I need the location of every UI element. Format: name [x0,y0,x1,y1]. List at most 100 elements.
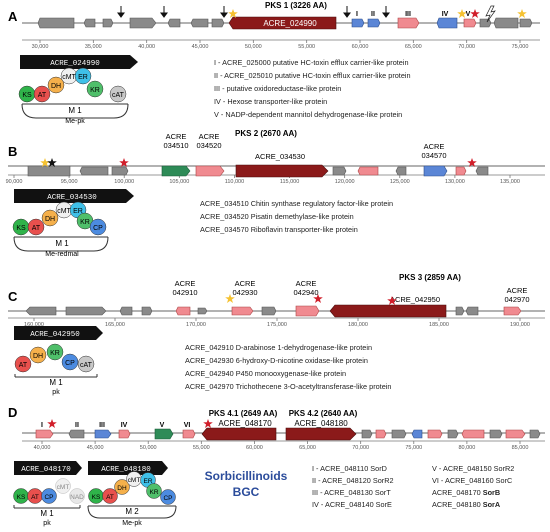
pks-title: PKS 1 (3226 AA) [265,1,327,10]
domain-header-arrow [14,189,134,203]
gene-arrow [68,429,85,439]
annotation-line: ACRE_042910 D-arabinose 1-dehydrogenase-… [185,343,372,352]
gene-arrow [231,306,254,316]
axis-tick-label: 30,000 [32,44,49,50]
domain-label: KS [92,494,101,501]
gene-arrow [261,306,277,316]
axis-tick-label: 95,000 [61,179,78,185]
gene-track [35,427,541,441]
axis-tick-label: 45,000 [192,44,209,50]
gene-annotation-list: I - ACRE_025000 putative HC-toxin efflux… [214,56,411,121]
gene-label: ACRE_042950 [390,295,440,304]
axis-tick-label: 180,000 [348,322,368,328]
pks-title: PKS 3 (2859 AA) [399,273,461,282]
gene-arrow [182,429,196,439]
gene-label: ACRE [166,132,187,141]
gene-label: ACRE [199,132,220,141]
domain-header-label: ACRE_034530 [47,194,97,202]
roman-label: I [356,11,358,18]
axis-tick-label: 75,000 [405,445,422,451]
pks-title: PKS 4.1 (2649 AA) [209,409,278,418]
domain-label: cMT [128,477,141,484]
axis-tick-label: 50,000 [245,44,262,50]
gene-arrow [455,306,465,316]
annotation-line: I - ACRE_025000 putative HC-toxin efflux… [214,58,409,67]
gene-label: ACRE [175,279,196,288]
star-icon [517,9,527,18]
domain-label: DH [45,216,55,223]
gene-arrow [436,17,458,29]
domain-label: KS [22,92,32,99]
module-type: Me-pk [65,118,85,125]
domain-label: AT [38,92,47,99]
annotation-line: II - ACRE_025010 putative HC-toxin efflu… [214,71,411,80]
axis-tick-label: 115,000 [280,179,299,185]
star-icon [119,158,129,167]
domain-label: KS [16,225,26,232]
domain-label: KR [90,87,100,94]
panel-letter: D [8,405,17,420]
gene-arrow [190,18,209,28]
module-bracket [87,505,177,519]
gene-label: 042930 [232,288,257,297]
gene-label: ACRE_048180 [294,419,348,428]
domain-kr [46,343,64,361]
domain-label: cMT [62,74,76,81]
axis-tick-label: 100,000 [114,179,134,185]
gene-labels: ACRE 042910 ACRE 042930 ACRE 042940 ACRE… [172,279,529,304]
domain-label: cAT [80,362,93,369]
pks-gene-arrow [329,304,447,318]
domain-label: cMT [57,484,70,491]
legend-text: VI - ACRE_048160 SorC [432,476,513,485]
domain-cmt [55,478,71,494]
domain-dh [29,346,47,364]
pks-gene-arrow [201,427,277,441]
axis-tick-label: 170,000 [186,322,206,328]
annotation-line: ACRE_042930 6-hydroxy-D-nicotine oxidase… [185,356,368,365]
module-type: pk [43,520,51,527]
domain-label: AT [106,494,114,501]
domain-diagram: ACRE_034530 KS AT DH cMT ER KR CP M 1 Me… [12,189,134,258]
domain-label: DH [51,83,61,90]
domain-label: ER [143,478,152,485]
roman-label: V [160,422,165,429]
gene-label: 034510 [163,141,188,150]
gene-label: ACRE_034530 [255,152,305,161]
gene-arrow [35,429,54,439]
gene-track [25,304,522,318]
gene-label: 042910 [172,288,197,297]
domain-header-label: ACRE_048170 [21,466,71,474]
domain-label: KR [80,219,90,226]
domain-at [102,488,118,504]
annotation-line: ACRE_034570 Riboflavin transporter-like … [200,225,358,234]
axis-tick-label: 185,000 [429,322,449,328]
gene-arrow [102,18,114,28]
gene-arrow [141,306,153,316]
domain-header-arrow [14,326,103,340]
domain-cat [109,85,127,103]
star-icon [313,294,323,303]
axis-tick-label: 65,000 [299,445,316,451]
gene-label: 042940 [293,288,318,297]
sor-legend-left: I - ACRE_048110 SorD II - ACRE_048120 So… [312,463,394,511]
gene-arrow [479,18,492,28]
legend-text: ACRE_048170 [432,488,483,497]
axis-tick-label: 160,000 [24,322,44,328]
gene-arrow [25,306,57,316]
star-icon [470,9,480,18]
axis-tick-label: 35,000 [85,44,102,50]
domain-label: CP [65,360,75,367]
legend-line: ACRE_048180 SorA [432,499,514,511]
domain-cp [160,489,176,505]
star-icon [40,158,50,167]
domain-label: AT [31,494,39,501]
domain-label: AT [32,225,41,232]
domain-cp [41,488,57,504]
star-markers [228,9,527,18]
gene-arrow [465,306,479,316]
gene-arrow [367,18,381,28]
gene-annotation-list: ACRE_034510 Chitin synthase regulatory f… [200,197,393,236]
annotation-line: IV - Hexose transporter-like protein [214,97,328,106]
gene-arrow [463,18,477,28]
gene-label: ACRE [424,142,445,151]
